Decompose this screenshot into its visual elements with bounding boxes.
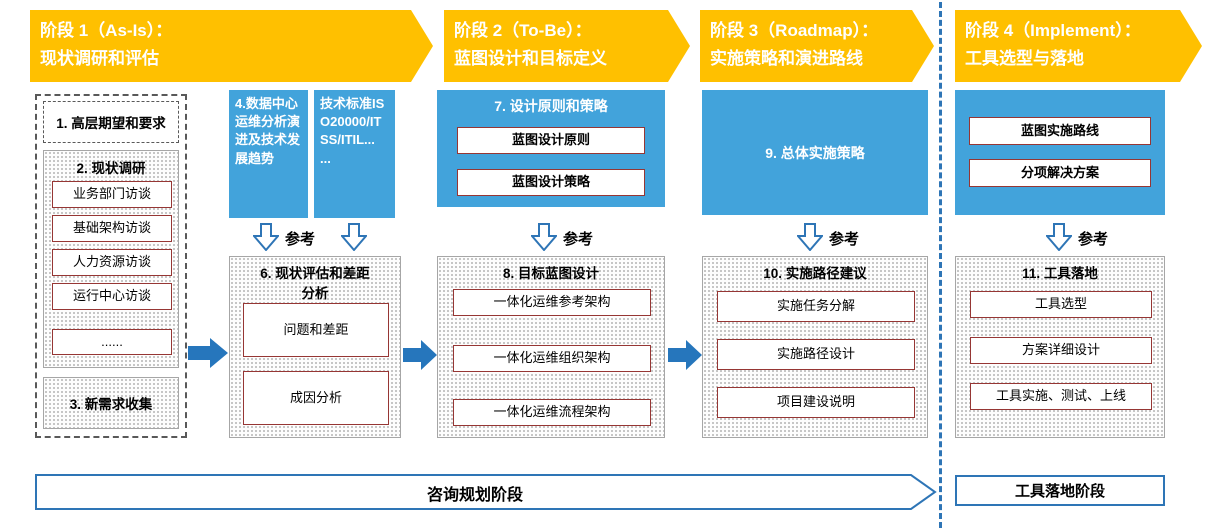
evaluation-box: 6. 现状评估和差距分析 问题和差距 成因分析 xyxy=(229,256,401,438)
phase-separator-line xyxy=(939,2,942,528)
tool-landing-title: 11. 工具落地 xyxy=(1022,266,1098,281)
ref-label: 参考 xyxy=(1078,231,1109,248)
phase4-banner: 阶段 4（Implement）： 工具选型与落地 xyxy=(955,10,1202,82)
survey-item: 业务部门访谈 xyxy=(52,181,172,208)
survey-item: 运行中心访谈 xyxy=(52,283,172,310)
design-principles-item: 蓝图设计策略 xyxy=(457,169,645,196)
flow-right-arrow-icon xyxy=(668,340,702,370)
blueprint-item: 一体化运维参考架构 xyxy=(453,289,651,316)
flow-right-arrow-icon xyxy=(188,338,228,368)
survey-title: 2. 现状调研 xyxy=(76,161,146,176)
phase3-title-line2: 实施策略和演进路线 xyxy=(710,48,863,68)
consulting-phase-label: 咨询规划阶段 xyxy=(426,487,523,504)
flow-right-arrow-icon xyxy=(403,340,437,370)
phase4-title-line1: 阶段 4（Implement）： xyxy=(965,21,1141,40)
implementation-path-box: 10. 实施路径建议 实施任务分解 实施路径设计 项目建设说明 xyxy=(702,256,928,438)
survey-item: 基础架构访谈 xyxy=(52,215,172,242)
tooling-phase-box: 工具落地阶段 xyxy=(955,475,1165,506)
survey-item: ...... xyxy=(52,329,172,355)
implement-plan-box: 蓝图实施路线 分项解决方案 xyxy=(955,90,1165,215)
new-requirements-box: 3. 新需求收集 xyxy=(43,377,179,429)
phase4-title-line2: 工具选型与落地 xyxy=(965,48,1084,68)
tooling-phase-label: 工具落地阶段 xyxy=(1014,483,1105,500)
tool-landing-item: 工具实施、测试、上线 xyxy=(970,383,1152,410)
phase1-title-line2: 现状调研和评估 xyxy=(40,48,159,68)
evaluation-title: 6. 现状评估和差距分析 xyxy=(260,266,370,301)
blueprint-box: 8. 目标蓝图设计 一体化运维参考架构 一体化运维组织架构 一体化运维流程架构 xyxy=(437,256,665,438)
blueprint-item: 一体化运维组织架构 xyxy=(453,345,651,372)
evaluation-item: 成因分析 xyxy=(243,371,389,425)
expectation-label: 1. 高层期望和要求 xyxy=(56,116,166,131)
phase1-title-line1: 阶段 1（As-Is）： xyxy=(40,21,173,40)
survey-item: 人力资源访谈 xyxy=(52,249,172,276)
survey-box: 2. 现状调研 业务部门访谈 基础架构访谈 人力资源访谈 运行中心访谈 ....… xyxy=(43,150,179,368)
standards-reference-box: 技术标准ISO20000/ITSS/ITIL... ... xyxy=(314,90,395,218)
implementation-path-item: 实施任务分解 xyxy=(717,291,915,322)
new-requirements-label: 3. 新需求收集 xyxy=(69,397,153,412)
design-principles-box: 7. 设计原则和策略 蓝图设计原则 蓝图设计策略 xyxy=(437,90,665,207)
phase2-title-line1: 阶段 2（To-Be）： xyxy=(454,21,592,40)
tool-landing-item: 工具选型 xyxy=(970,291,1152,318)
consulting-phase-arrow xyxy=(35,474,937,510)
down-arrow-icon xyxy=(797,223,823,251)
phase1-banner: 阶段 1（As-Is）： 现状调研和评估 xyxy=(30,10,433,82)
evaluation-item: 问题和差距 xyxy=(243,303,389,357)
trend-reference-box: 4.数据中心运维分析演进及技术发展趋势 xyxy=(229,90,308,218)
overall-strategy-label: 9. 总体实施策略 xyxy=(765,144,865,161)
expectation-box: 1. 高层期望和要求 xyxy=(43,101,179,143)
trend-reference-label: 4.数据中心运维分析演进及技术发展趋势 xyxy=(235,96,301,166)
design-principles-title: 7. 设计原则和策略 xyxy=(494,98,608,114)
overall-strategy-box: 9. 总体实施策略 xyxy=(702,90,928,215)
phase2-banner: 阶段 2（To-Be）： 蓝图设计和目标定义 xyxy=(444,10,690,82)
phase3-banner: 阶段 3（Roadmap）： 实施策略和演进路线 xyxy=(700,10,934,82)
down-arrow-icon xyxy=(253,223,279,251)
blueprint-title: 8. 目标蓝图设计 xyxy=(502,266,599,281)
phase3-title-line1: 阶段 3（Roadmap）： xyxy=(710,21,879,40)
implement-plan-item: 蓝图实施路线 xyxy=(969,117,1151,145)
phase2-title-line2: 蓝图设计和目标定义 xyxy=(454,48,607,68)
down-arrow-icon xyxy=(531,223,557,251)
down-arrow-icon xyxy=(341,223,367,251)
blueprint-item: 一体化运维流程架构 xyxy=(453,399,651,426)
implement-plan-item: 分项解决方案 xyxy=(969,159,1151,187)
tool-landing-item: 方案详细设计 xyxy=(970,337,1152,364)
tool-landing-box: 11. 工具落地 工具选型 方案详细设计 工具实施、测试、上线 xyxy=(955,256,1165,438)
implementation-path-title: 10. 实施路径建议 xyxy=(763,266,867,281)
standards-reference-label: 技术标准ISO20000/ITSS/ITIL... ... xyxy=(320,96,385,166)
ref-label: 参考 xyxy=(285,231,316,248)
down-arrow-icon xyxy=(1046,223,1072,251)
implementation-path-item: 项目建设说明 xyxy=(717,387,915,418)
design-principles-item: 蓝图设计原则 xyxy=(457,127,645,154)
implementation-path-item: 实施路径设计 xyxy=(717,339,915,370)
ref-label: 参考 xyxy=(829,231,860,248)
ref-label: 参考 xyxy=(563,231,594,248)
